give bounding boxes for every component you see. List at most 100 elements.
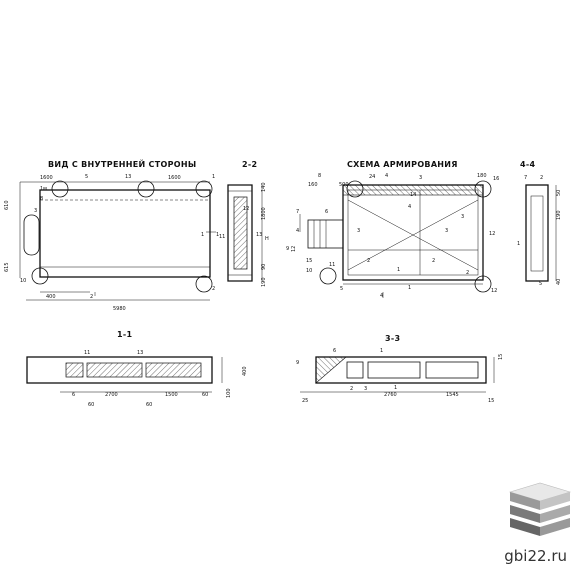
dim-label: 15 bbox=[498, 354, 504, 360]
inner-view-drawing bbox=[19, 180, 216, 301]
dim-label: 12 bbox=[291, 246, 297, 252]
dim-label: 1600 bbox=[40, 175, 53, 181]
section-4-labels: 50 190 40 7 2 1 5 bbox=[517, 175, 562, 287]
callout-label: 7 bbox=[296, 209, 299, 215]
dim-label: 2760 bbox=[384, 392, 397, 398]
callout-label: 9 bbox=[286, 246, 289, 252]
section-1-drawing bbox=[26, 356, 223, 393]
callout-label: 2 bbox=[90, 294, 93, 300]
reinforcement-labels: 8 4 3 16 6 7 15 10 5 9 4 11 3 3 2 2 1 1 … bbox=[286, 173, 499, 299]
callout-label: 2 bbox=[432, 258, 435, 264]
callout-label: 13 bbox=[125, 174, 131, 180]
callout-label: 1 bbox=[201, 232, 204, 238]
callout-label: 12 bbox=[491, 288, 497, 294]
callout-label: 4 bbox=[380, 293, 383, 299]
dim-label: 400 bbox=[46, 294, 56, 300]
callout-label: 10 bbox=[20, 278, 26, 284]
dim-label: 5980 bbox=[113, 306, 126, 312]
section-2-labels: 140 1800 H 90 190 12 11 13 bbox=[219, 182, 269, 287]
dim-label: 40 bbox=[556, 279, 562, 285]
inner-view-title: ВИД С ВНУТРЕННЕЙ СТОРОНЫ bbox=[48, 158, 196, 169]
callout-label: 4 bbox=[296, 228, 299, 234]
callout-label: 1 bbox=[517, 241, 520, 247]
callout-label: 1 bbox=[397, 267, 400, 273]
callout-label: 11 bbox=[219, 234, 225, 240]
callout-label: 16 bbox=[493, 176, 499, 182]
callout-label: 3 bbox=[357, 228, 360, 234]
reinforcement-drawing bbox=[299, 180, 492, 298]
callout-label: 6 bbox=[325, 209, 328, 215]
dim-label: 180 bbox=[477, 173, 487, 179]
callout-label: 11 bbox=[84, 350, 90, 356]
dim-label: 610 bbox=[4, 200, 10, 210]
dim-label: 1800 bbox=[261, 207, 267, 220]
callout-label: 2 bbox=[367, 258, 370, 264]
callout-label: 3 bbox=[364, 386, 367, 392]
dim-label: 1600 bbox=[168, 175, 181, 181]
callout-label: 1 bbox=[380, 348, 383, 354]
callout-label: 5 bbox=[539, 281, 542, 287]
section-3-drawing bbox=[300, 356, 495, 393]
callout-label: 2 bbox=[350, 386, 353, 392]
callout-label: 9 bbox=[296, 360, 299, 366]
dim-label: 6 bbox=[72, 392, 75, 398]
callout-label: 3 bbox=[34, 208, 37, 214]
callout-label: 1 bbox=[394, 385, 397, 391]
dim-label: 140 bbox=[261, 182, 267, 192]
reinforcement-title: СХЕМА АРМИРОВАНИЯ bbox=[347, 160, 458, 169]
callout-label: 12 bbox=[489, 231, 495, 237]
inner-view-labels: 1600 1600 5980 400 610 615 1м 8 3 13 1 5… bbox=[4, 174, 219, 312]
callout-label: 10 bbox=[306, 268, 312, 274]
callout-label: 2 bbox=[540, 175, 543, 181]
dim-label: 190 bbox=[261, 277, 267, 287]
callout-label: 12 bbox=[243, 206, 249, 212]
dim-label: 500 bbox=[339, 182, 349, 188]
callout-label: 5 bbox=[85, 174, 88, 180]
dim-label: 1м bbox=[40, 186, 47, 192]
dim-label: 24 bbox=[369, 174, 375, 180]
callout-label: 4 bbox=[408, 204, 411, 210]
section-1-labels: 2700 1500 60 60 60 6 100 400 11 13 bbox=[72, 350, 248, 408]
dim-label: 60 bbox=[146, 402, 152, 408]
site-watermark: gbi22.ru bbox=[504, 547, 567, 565]
callout-label: 5 bbox=[340, 286, 343, 292]
callout-label: 4 bbox=[385, 173, 388, 179]
callout-label: 2 bbox=[466, 270, 469, 276]
dim-label: 8 bbox=[40, 196, 43, 202]
dim-label: 190 bbox=[556, 210, 562, 220]
callout-label: 3 bbox=[419, 175, 422, 181]
callout-label: 3 bbox=[461, 214, 464, 220]
section-3-title: 3-3 bbox=[385, 334, 400, 343]
dim-label: 50 bbox=[556, 190, 562, 196]
callout-label: 14 bbox=[410, 192, 416, 198]
section-4-drawing bbox=[525, 184, 557, 282]
dim-label: 15 bbox=[488, 398, 494, 404]
dim-label: 615 bbox=[4, 262, 10, 272]
dim-label: 60 bbox=[88, 402, 94, 408]
dim-label: 2700 bbox=[105, 392, 118, 398]
dim-label: 160 bbox=[308, 182, 318, 188]
dim-label: 100 bbox=[226, 388, 232, 398]
dim-label: 60 bbox=[202, 392, 208, 398]
dim-label: 1545 bbox=[446, 392, 459, 398]
callout-label: 15 bbox=[306, 258, 312, 264]
dim-label: 25 bbox=[302, 398, 308, 404]
slab-stack-logo bbox=[508, 482, 572, 536]
callout-label: 7 bbox=[524, 175, 527, 181]
callout-label: 13 bbox=[137, 350, 143, 356]
callout-label: 13 bbox=[256, 232, 262, 238]
dim-label: 400 bbox=[242, 366, 248, 376]
callout-label: 2 bbox=[212, 286, 215, 292]
section-3-labels: 2760 1545 25 15 15 9 6 1 2 3 1 bbox=[296, 348, 504, 404]
section-2-title: 2-2 bbox=[242, 160, 257, 169]
callout-label: 1 bbox=[408, 285, 411, 291]
section-1-title: 1-1 bbox=[117, 330, 132, 339]
section-2-drawing bbox=[227, 184, 263, 282]
callout-label: 11 bbox=[329, 262, 335, 268]
callout-label: 8 bbox=[318, 173, 321, 179]
callout-label: 1 bbox=[216, 232, 219, 238]
dim-label: 90 bbox=[261, 264, 267, 270]
callout-label: 6 bbox=[333, 348, 336, 354]
dim-label: H bbox=[265, 236, 269, 242]
